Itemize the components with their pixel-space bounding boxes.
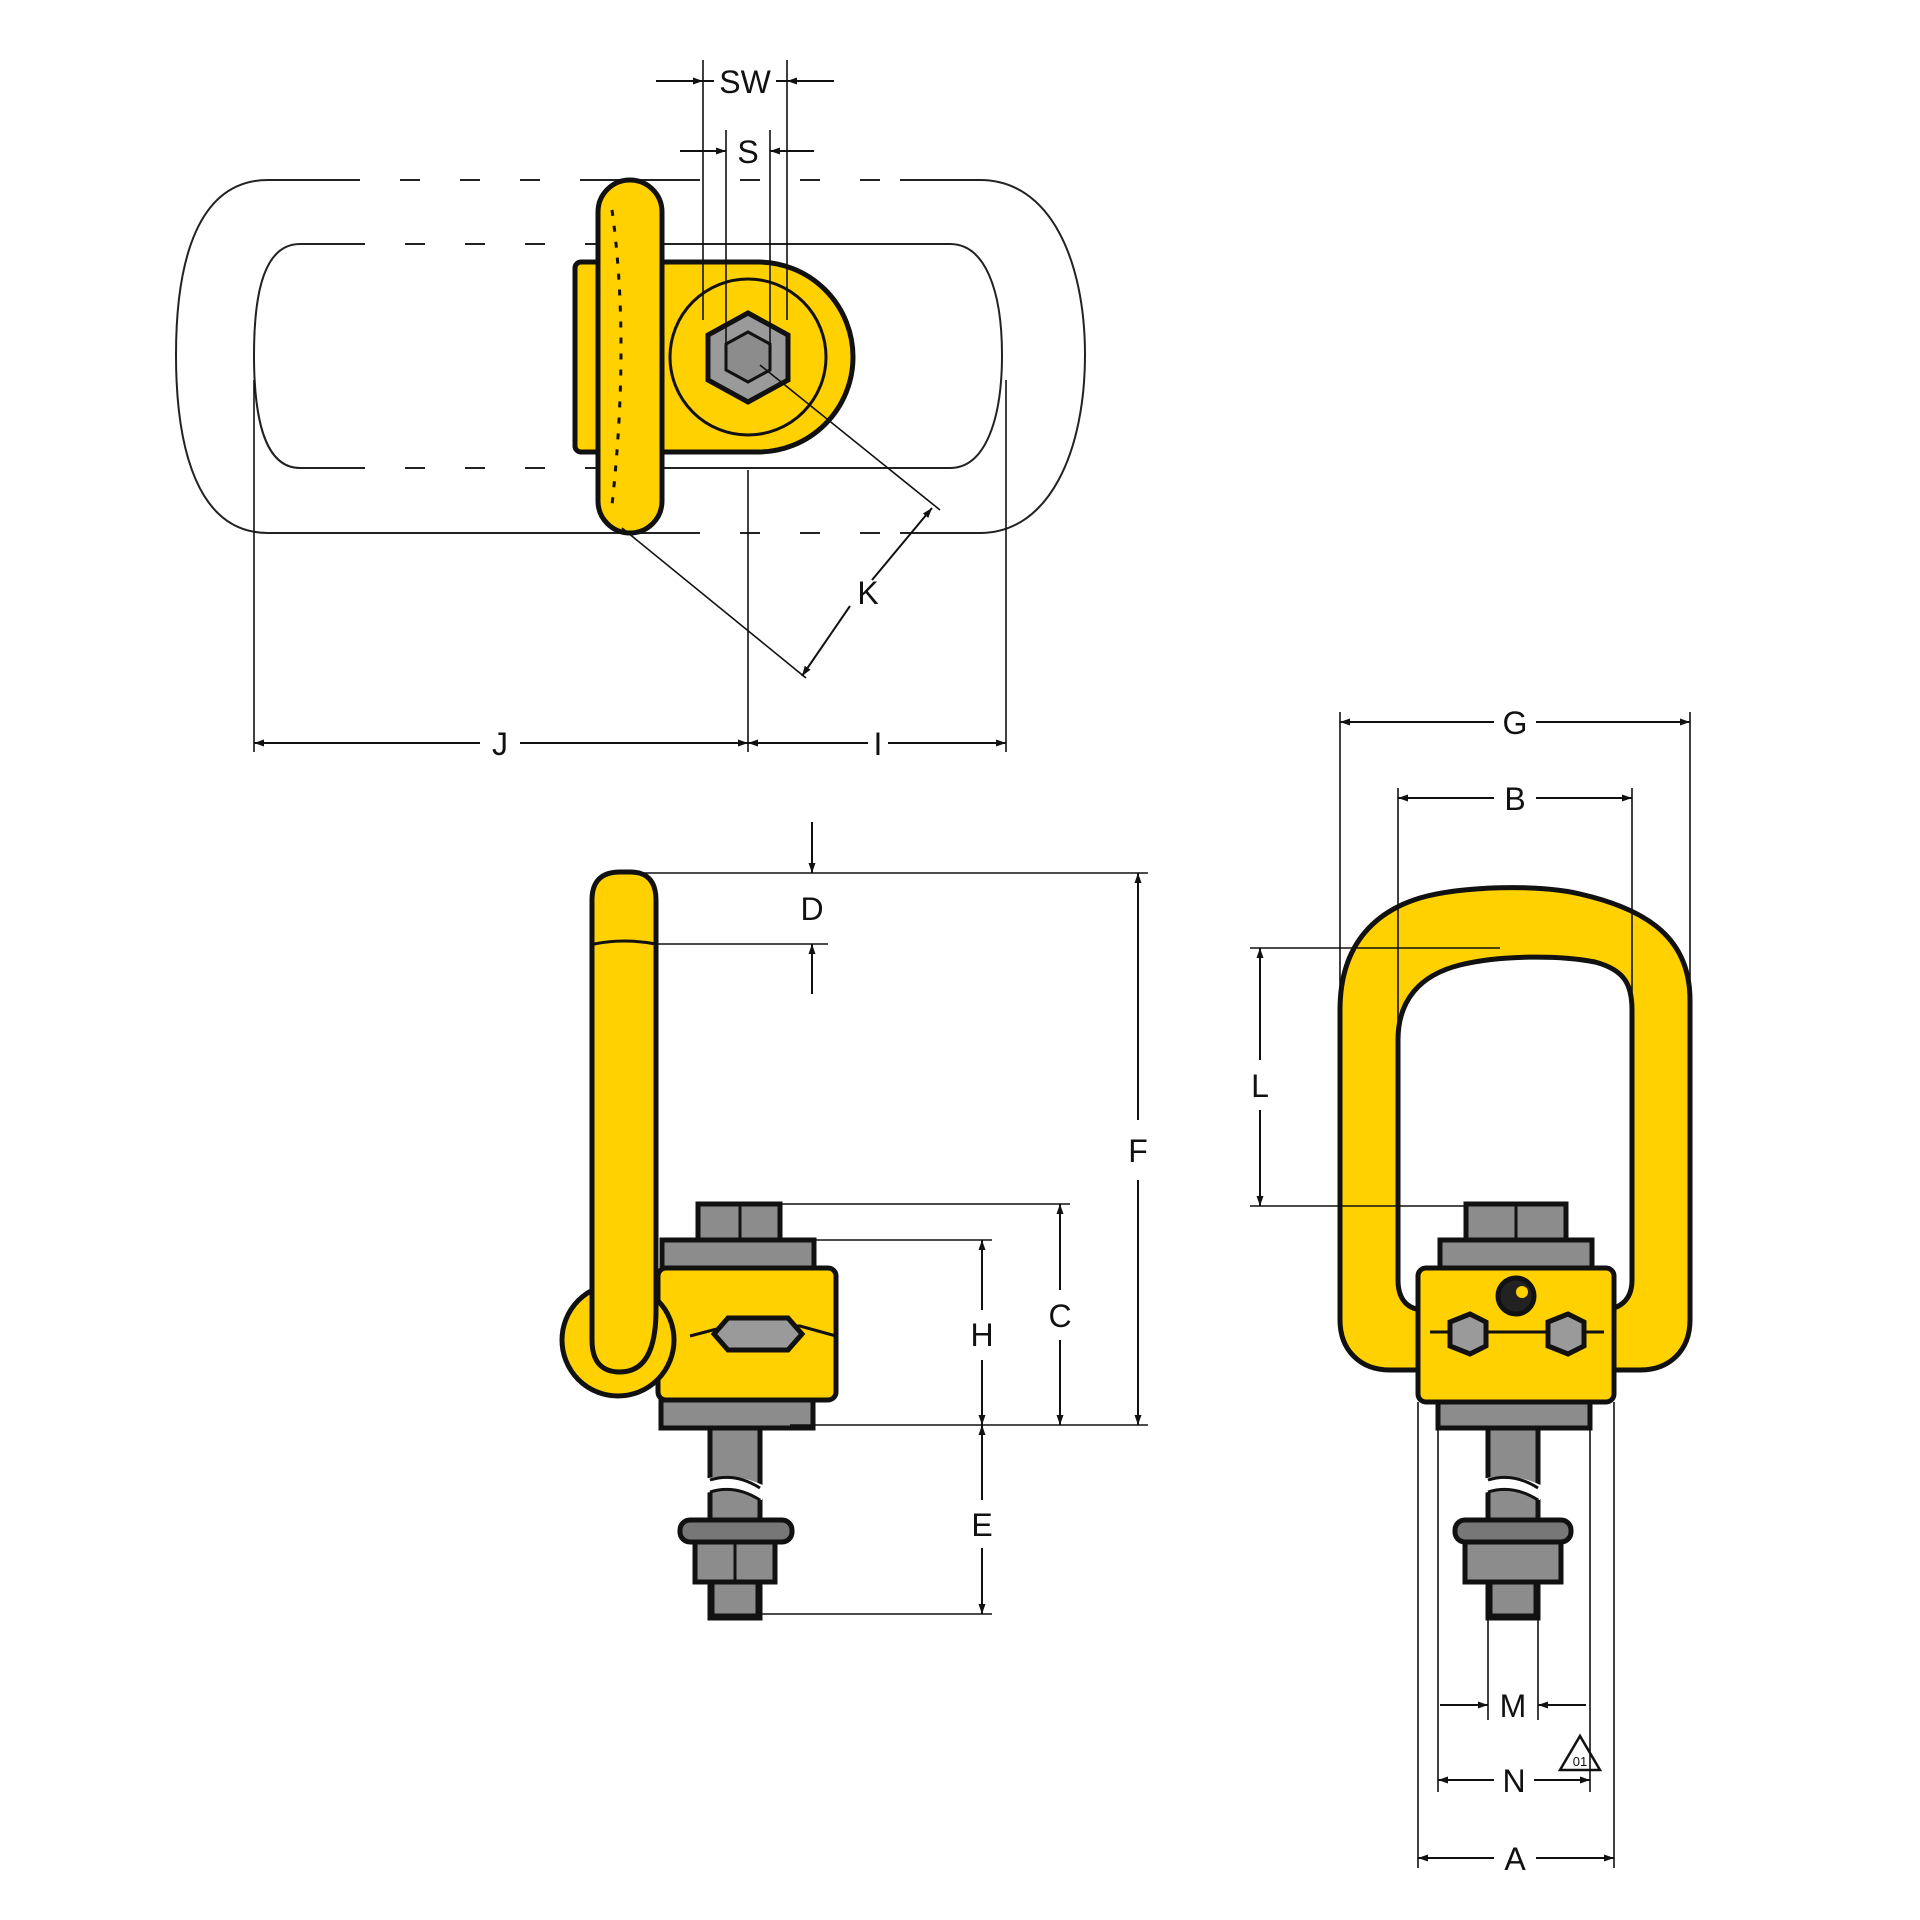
revision-number: 01 (1573, 1754, 1587, 1769)
k-arrow-lower (801, 605, 851, 677)
top-view: SW S K J I (174, 60, 1087, 762)
dim-label-s: S (737, 134, 758, 170)
dim-label-h: H (970, 1317, 993, 1353)
dim-label-sw: SW (719, 64, 771, 100)
top-swivel-ring (668, 277, 828, 437)
side-pin-icon (710, 1315, 806, 1353)
side-bail-crease (593, 939, 657, 946)
dim-label-f: F (1128, 1133, 1148, 1169)
dim-label-c: C (1048, 1298, 1071, 1334)
side-bottom-flange (658, 1397, 816, 1431)
side-washer (677, 1517, 795, 1545)
top-bail-handle (595, 177, 665, 536)
k-ext-upper (759, 364, 941, 511)
top-bail-shading (610, 209, 623, 506)
front-bolt-break-line (1487, 1475, 1539, 1502)
dim-label-i: I (874, 726, 883, 762)
dim-label-g: G (1503, 705, 1528, 741)
front-grease-fitting-icon (1495, 1275, 1537, 1317)
dim-label-j: J (492, 726, 508, 762)
front-grease-fitting-inner (1516, 1286, 1528, 1298)
side-bolt-break-line (709, 1475, 761, 1502)
side-view: D F C H E (559, 822, 1148, 1621)
swing-envelope-inner (252, 243, 1004, 469)
front-pin-right-icon (1545, 1311, 1587, 1357)
front-washer (1452, 1517, 1574, 1545)
dim-label-m: M (1500, 1688, 1527, 1724)
front-bolt-break (1481, 1476, 1547, 1501)
dim-label-k: K (857, 575, 878, 611)
dim-label-d: D (800, 891, 823, 927)
k-ext-lower (621, 527, 807, 679)
front-body (1415, 1265, 1617, 1405)
dim-label-a: A (1504, 1841, 1526, 1877)
revision-triangle-icon (1557, 1733, 1603, 1772)
dim-label-l: L (1251, 1068, 1269, 1104)
side-bail (589, 869, 659, 1375)
front-nut (1462, 1537, 1564, 1585)
side-bolt-break (703, 1476, 769, 1501)
dim-label-e: E (971, 1507, 992, 1543)
hex-socket-inner-icon (724, 330, 772, 384)
front-view: G B L M N 01 A (1250, 705, 1693, 1877)
side-top-flange (659, 1237, 817, 1271)
swing-envelope-outer (174, 179, 1087, 534)
front-pin-left-icon (1447, 1311, 1489, 1357)
front-top-flange (1437, 1237, 1595, 1271)
dim-label-n: N (1502, 1763, 1525, 1799)
k-arrow-upper (871, 507, 933, 581)
dim-label-b: B (1504, 781, 1525, 817)
